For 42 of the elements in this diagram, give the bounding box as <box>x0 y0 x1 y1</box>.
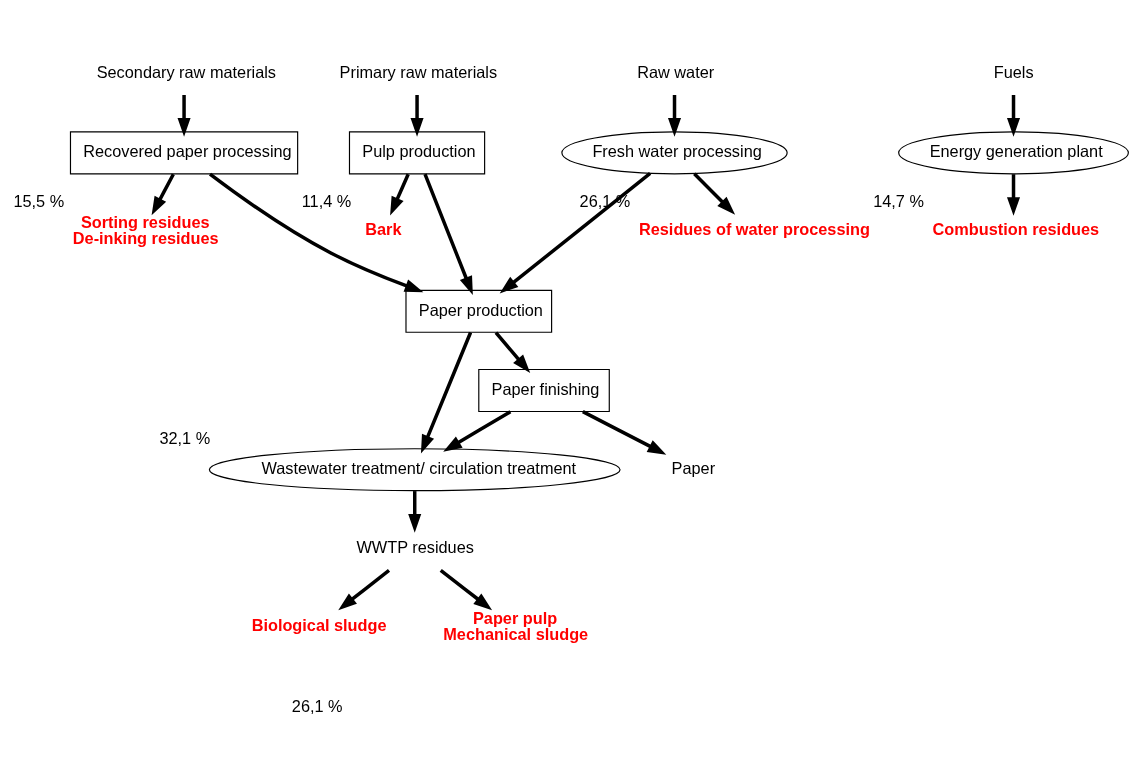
arrow <box>1006 94 1021 137</box>
arrow <box>439 568 493 610</box>
node-label: 32,1 % <box>159 428 211 447</box>
node-ellipse: Wastewater treatment/ circulation treatment <box>208 447 621 491</box>
node-label: 15,5 % <box>13 191 65 210</box>
arrow <box>208 172 424 292</box>
arrow <box>1006 173 1021 216</box>
node-box: Pulp production <box>348 130 486 174</box>
arrow <box>410 94 424 137</box>
arrow <box>693 172 736 215</box>
label: 26,1 % <box>291 696 343 715</box>
node-ellipse: Energy generation plant <box>898 130 1129 174</box>
node-text: Paper <box>671 458 716 477</box>
arrow <box>423 172 473 295</box>
node-ellipse: Fresh water processing <box>561 130 788 174</box>
node-text: Bark <box>365 219 402 238</box>
node-text: Paper pulp Mechanical sludge <box>443 608 589 643</box>
arrow <box>499 171 652 293</box>
node-text: Fuels <box>993 62 1034 81</box>
arrow <box>582 409 667 455</box>
arrow <box>443 409 512 452</box>
node-box: Paper production <box>405 289 553 333</box>
node-text: Raw water <box>637 62 715 81</box>
arrow <box>177 94 191 137</box>
node-text: Primary raw materials <box>339 62 498 81</box>
node-text: Secondary raw materials <box>96 62 277 81</box>
node-label: 11,4 % <box>301 191 352 210</box>
arrow <box>668 94 682 137</box>
arrow <box>151 172 175 215</box>
arrow <box>420 331 473 453</box>
node-box: Recovered paper processing <box>69 130 299 174</box>
node-text: Sorting residues De-inking residues <box>72 212 219 247</box>
node-text: WWTP residues <box>356 537 474 556</box>
node-text: Biological sludge <box>251 615 387 634</box>
node-text: Combustion residues <box>932 219 1100 238</box>
arrow <box>338 568 391 610</box>
arrow <box>390 173 410 215</box>
arrow <box>494 331 531 373</box>
node-label: 14,7 % <box>873 191 924 210</box>
node-box: Paper finishing <box>478 368 610 412</box>
node-text: Residues of water processing <box>638 219 870 238</box>
arrow <box>408 490 422 533</box>
